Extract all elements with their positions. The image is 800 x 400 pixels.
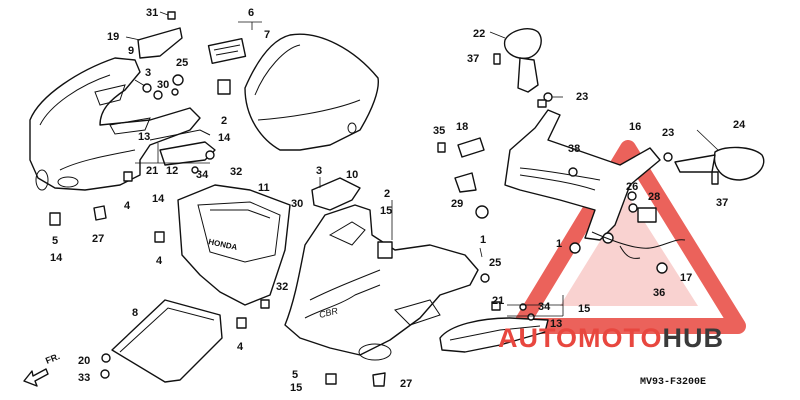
callout-27-a: 27 bbox=[92, 233, 104, 245]
windscreen-part-7 bbox=[244, 33, 379, 151]
callout-2-a: 2 bbox=[221, 115, 227, 127]
callout-15-c: 15 bbox=[578, 303, 590, 315]
callout-30-b: 30 bbox=[291, 198, 303, 210]
front-direction-arrow: FR. bbox=[23, 351, 61, 387]
watermark-moto: MOTO bbox=[578, 323, 663, 353]
callout-4-b: 4 bbox=[156, 255, 163, 267]
callout-4-c: 4 bbox=[237, 341, 244, 353]
callout-4-a: 4 bbox=[124, 200, 131, 212]
callout-15-b: 15 bbox=[290, 382, 302, 394]
callout-33: 33 bbox=[78, 372, 90, 384]
callout-38: 38 bbox=[568, 143, 580, 155]
callout-24: 24 bbox=[733, 119, 746, 131]
clips-bottom bbox=[100, 231, 490, 387]
box-part-15 bbox=[377, 241, 393, 259]
callout-34-a: 34 bbox=[196, 169, 209, 181]
leader-lines bbox=[134, 79, 719, 317]
callout-13-a: 13 bbox=[138, 131, 150, 143]
callout-3-b: 3 bbox=[316, 165, 322, 177]
callout-30-a: 30 bbox=[157, 79, 169, 91]
watermark-auto: AUTO bbox=[498, 323, 578, 353]
callout-14-b: 14 bbox=[152, 193, 165, 205]
callout-1: 1 bbox=[480, 234, 486, 246]
callout-21-a: 21 bbox=[146, 165, 158, 177]
model-stamp: CBR bbox=[318, 306, 339, 320]
mirror-right-part-24 bbox=[674, 146, 765, 181]
callout-29: 29 bbox=[451, 198, 463, 210]
callout-23-a: 23 bbox=[576, 91, 588, 103]
callout-35: 35 bbox=[433, 125, 445, 137]
fastener-23-right bbox=[663, 152, 673, 162]
clips-left bbox=[49, 171, 133, 226]
watermark-hub: HUB bbox=[663, 323, 725, 353]
callout-17: 17 bbox=[680, 272, 692, 284]
callout-15-a: 15 bbox=[380, 205, 392, 217]
bracket-part-19 bbox=[125, 27, 183, 59]
fasteners-21-34 bbox=[491, 301, 535, 321]
cap-part-10 bbox=[311, 177, 361, 211]
upper-cowl-part bbox=[29, 57, 201, 191]
mirror-left-part-22 bbox=[489, 28, 542, 93]
middle-cowl-part bbox=[284, 204, 479, 361]
callout-20: 20 bbox=[78, 355, 90, 367]
callout-9: 9 bbox=[128, 45, 134, 57]
callout-32-a: 32 bbox=[230, 166, 242, 178]
callout-27-b: 27 bbox=[400, 378, 412, 390]
callout-3-a: 3 bbox=[145, 67, 151, 79]
callout-31: 31 bbox=[146, 7, 158, 19]
clip-part-2-top bbox=[217, 79, 231, 95]
callout-2-b: 2 bbox=[384, 188, 390, 200]
callout-13-b: 13 bbox=[550, 318, 562, 330]
callout-18: 18 bbox=[456, 121, 468, 133]
callout-23-b: 23 bbox=[662, 127, 674, 139]
callout-37-b: 37 bbox=[716, 197, 728, 209]
callout-5-a: 5 bbox=[52, 235, 58, 247]
inner-panel-part-11 bbox=[177, 184, 291, 306]
cowl-stay-part-16 bbox=[504, 109, 661, 254]
callout-10: 10 bbox=[346, 169, 358, 181]
callout-labels: 31 19 9 6 7 3 25 30 2 14 13 21 12 34 32 … bbox=[50, 7, 746, 394]
under-cover-part-13 bbox=[439, 317, 549, 353]
screw-31 bbox=[159, 11, 176, 20]
callout-14-a: 14 bbox=[218, 132, 231, 144]
wire-part-17 bbox=[591, 231, 686, 259]
diagram-code: MV93-F3200E bbox=[640, 377, 706, 388]
svg-text:FR.: FR. bbox=[44, 351, 61, 366]
decal-part-6 bbox=[207, 21, 262, 65]
stay-part-12 bbox=[149, 129, 216, 174]
callout-7: 7 bbox=[264, 29, 270, 41]
callout-21-b: 21 bbox=[492, 295, 504, 307]
small-parts-right bbox=[437, 137, 668, 274]
callout-34-b: 34 bbox=[538, 301, 551, 313]
watermark-triangle bbox=[512, 140, 746, 334]
lower-panel-part-8 bbox=[111, 299, 223, 383]
fastener-23-top bbox=[537, 92, 553, 108]
callout-16: 16 bbox=[629, 121, 641, 133]
callout-32-b: 32 bbox=[276, 281, 288, 293]
callout-25-a: 25 bbox=[176, 57, 188, 69]
callout-1-b: 1 bbox=[556, 238, 562, 250]
callout-28: 28 bbox=[648, 191, 660, 203]
callout-25-b: 25 bbox=[489, 257, 501, 269]
screw-37-bottom bbox=[711, 171, 719, 185]
screw-37-top bbox=[493, 53, 501, 65]
callout-12: 12 bbox=[166, 165, 178, 177]
callout-14-c: 14 bbox=[50, 252, 63, 264]
callout-37-a: 37 bbox=[467, 53, 479, 65]
callout-5-b: 5 bbox=[292, 369, 298, 381]
callout-22: 22 bbox=[473, 28, 485, 40]
callout-19: 19 bbox=[107, 31, 119, 43]
callout-6: 6 bbox=[248, 7, 254, 19]
callout-36: 36 bbox=[653, 287, 665, 299]
svg-text:AUTOMOTOHUB: AUTOMOTOHUB bbox=[498, 323, 724, 353]
watermark-text: AUTOMOTOHUB bbox=[498, 323, 724, 353]
callout-11: 11 bbox=[258, 182, 270, 194]
callout-8: 8 bbox=[132, 307, 138, 319]
callout-26: 26 bbox=[626, 181, 638, 193]
